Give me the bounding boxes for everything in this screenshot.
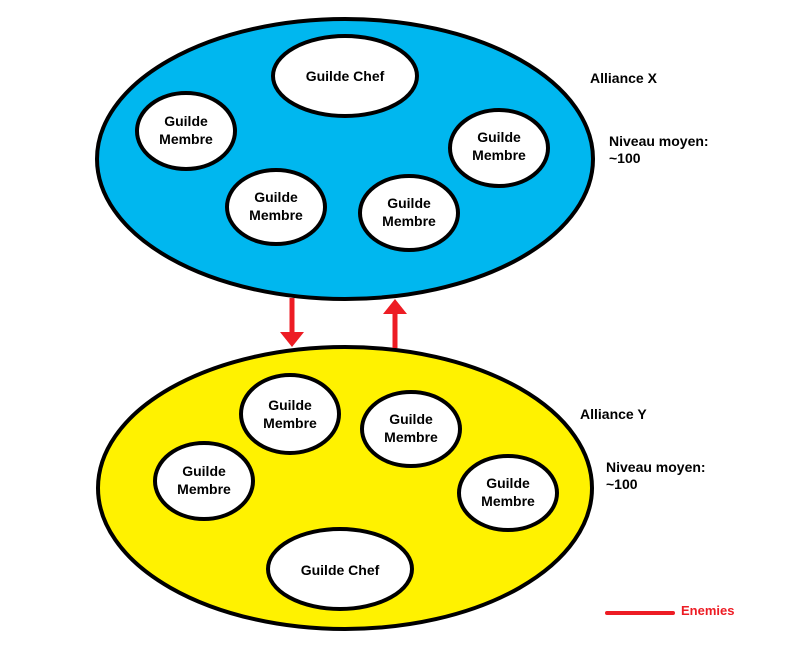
svg-text:Guilde: Guilde <box>477 129 521 145</box>
svg-text:Membre: Membre <box>472 147 526 163</box>
alliance-x-chef-label: Guilde Chef <box>306 68 385 84</box>
svg-text:Membre: Membre <box>177 481 231 497</box>
alliance-y-member-guild: Guilde Membre <box>239 373 341 455</box>
red-line-icon <box>605 611 675 615</box>
alliance-y-member-guild: Guilde Membre <box>457 454 559 532</box>
svg-text:Membre: Membre <box>249 207 303 223</box>
svg-text:Guilde: Guilde <box>164 113 208 129</box>
svg-text:Guilde: Guilde <box>486 475 530 491</box>
svg-text:Guilde: Guilde <box>389 411 433 427</box>
legend: Enemies <box>603 602 753 622</box>
svg-text:Membre: Membre <box>481 493 535 509</box>
svg-text:Guilde: Guilde <box>254 189 298 205</box>
alliance-y-group: Guilde Membre Guilde Membre Guilde Membr… <box>96 345 594 631</box>
alliance-x-chef-guild: Guilde Chef <box>271 34 419 118</box>
alliance-y-chef-guild: Guilde Chef <box>266 527 414 611</box>
svg-text:Guilde: Guilde <box>268 397 312 413</box>
svg-text:Membre: Membre <box>382 213 436 229</box>
svg-text:Guilde: Guilde <box>182 463 226 479</box>
alliance-x-member-guild: Guilde Membre <box>358 174 460 252</box>
alliance-x-level-value: ~100 <box>609 150 641 166</box>
svg-text:Guilde: Guilde <box>387 195 431 211</box>
alliance-y-level-label: Niveau moyen: <box>606 459 706 475</box>
legend-label: Enemies <box>681 603 735 618</box>
svg-text:Membre: Membre <box>263 415 317 431</box>
enemy-arrow-down <box>280 298 304 347</box>
alliance-x-member-guild: Guilde Membre <box>225 168 327 246</box>
alliance-y-member-guild: Guilde Membre <box>153 441 255 521</box>
enemy-arrow-up <box>383 299 407 348</box>
svg-text:Membre: Membre <box>384 429 438 445</box>
svg-text:Membre: Membre <box>159 131 213 147</box>
alliance-x-ellipse <box>95 17 595 301</box>
alliance-x-group: Guilde Chef Guilde Membre Guilde Membre … <box>95 17 595 301</box>
alliance-y-chef-label: Guilde Chef <box>301 562 380 578</box>
alliance-x-member-guild: Guilde Membre <box>448 108 550 188</box>
alliance-x-name: Alliance X <box>590 70 657 86</box>
alliance-y-level-value: ~100 <box>606 476 638 492</box>
alliance-y-member-guild: Guilde Membre <box>360 390 462 468</box>
alliance-x-level-label: Niveau moyen: <box>609 133 709 149</box>
alliance-y-name: Alliance Y <box>580 406 647 422</box>
alliance-x-member-guild: Guilde Membre <box>135 91 237 171</box>
alliance-y-ellipse <box>96 345 594 631</box>
